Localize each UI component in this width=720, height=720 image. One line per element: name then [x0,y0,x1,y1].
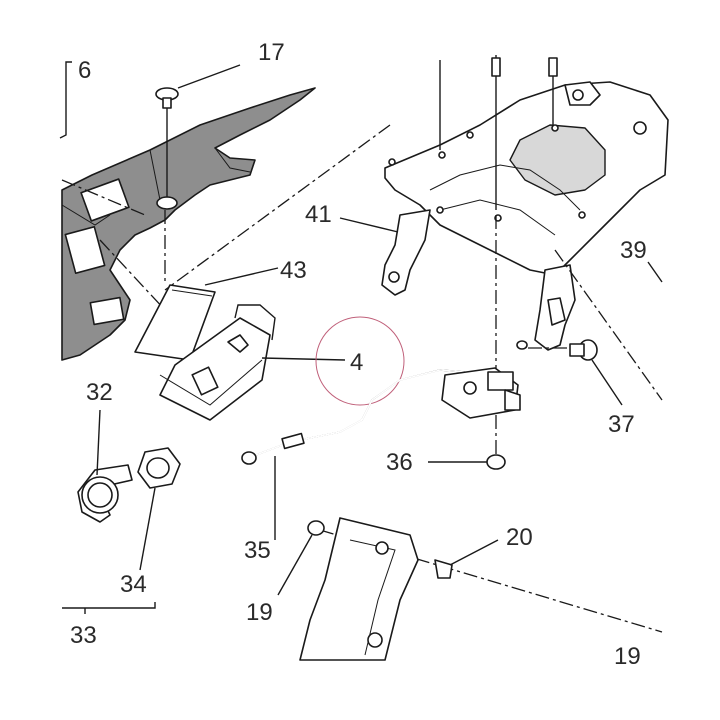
cover-panel [299,517,419,661]
callout-39: 39 [620,237,647,264]
callout-41: 41 [305,201,332,228]
gray-mounting-plate [61,87,316,361]
clip-32 [77,409,133,523]
nut-34 [137,447,181,571]
callout-43: 43 [280,257,307,284]
callout-20: 20 [506,524,533,551]
callout-17: 17 [258,39,285,66]
callout-33: 33 [70,622,97,649]
latch-36 [428,367,521,470]
bracket-6 [59,61,72,139]
clip-20 [434,539,499,579]
bracket-33 [62,602,156,614]
screw-19 [277,520,325,596]
callout-35: 35 [244,537,271,564]
callout-34: 34 [120,571,147,598]
callout-36: 36 [386,449,413,476]
callout-6: 6 [78,57,91,84]
bolt-17 [155,64,241,210]
callout-labels: 6 17 41 39 43 4 32 37 36 35 20 34 19 33 … [70,39,647,670]
highlight-circle [315,316,405,406]
callout-19b: 19 [614,643,641,670]
module-4 [159,304,346,421]
screw-37 [569,339,623,406]
frame-studs [439,55,558,210]
callout-32: 32 [86,379,113,406]
label-leaders [339,217,663,283]
callout-37: 37 [608,411,635,438]
callout-19a: 19 [246,599,273,626]
callout-4: 4 [350,349,363,376]
cable-35 [241,369,466,540]
main-frame-41 [381,81,669,351]
